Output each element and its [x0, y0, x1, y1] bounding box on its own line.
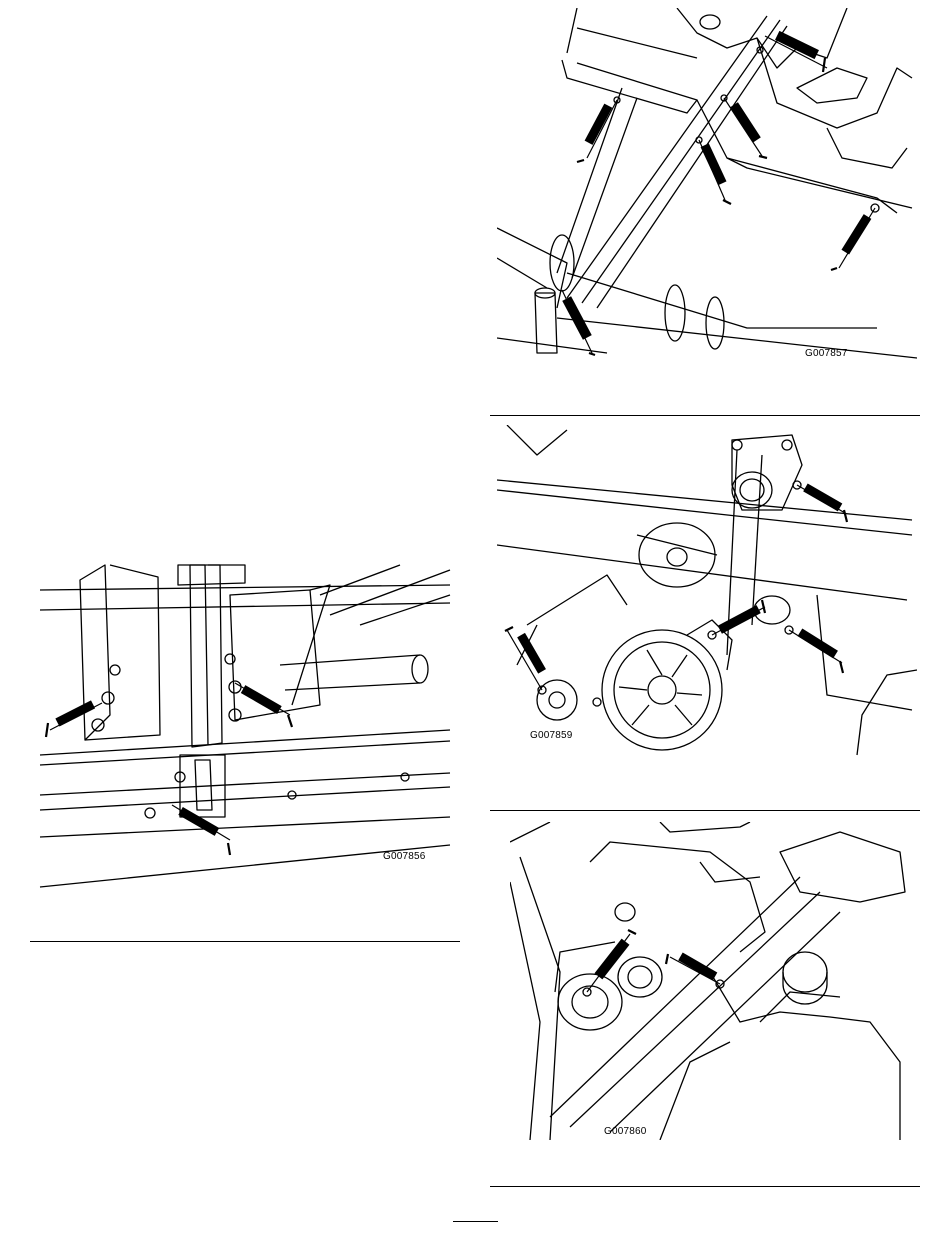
page-footer-rule: [453, 1221, 498, 1222]
figure-code: G007857: [805, 348, 848, 359]
figure-divider: [490, 1186, 920, 1187]
figure-divider: [490, 415, 920, 416]
figure-divider: [30, 941, 460, 942]
fig-g007857-illustration: [497, 8, 917, 364]
figure-g007860: G007860: [510, 822, 910, 1140]
grease-gun-icon: [797, 484, 847, 522]
grease-gun-icon: [699, 140, 731, 204]
grease-gun-icon: [505, 627, 546, 690]
grease-gun-icon: [724, 98, 767, 158]
fig-g007860-illustration: [510, 822, 910, 1140]
grease-gun-icon: [235, 683, 292, 727]
grease-gun-icon: [562, 290, 595, 355]
fig-g007859-illustration: [497, 425, 917, 760]
figure-code: G007859: [530, 730, 573, 741]
fig-g007856-illustration: [30, 555, 460, 895]
grease-gun-icon: [587, 930, 636, 992]
figure-g007857: G007857: [497, 8, 917, 364]
figure-g007859: G007859: [497, 425, 917, 760]
grease-gun-icon: [831, 208, 875, 270]
figure-divider: [490, 810, 920, 811]
figure-g007856: G007856: [30, 555, 460, 895]
grease-gun-icon: [577, 100, 617, 162]
grease-gun-icon: [765, 31, 827, 72]
figure-code: G007860: [604, 1126, 647, 1137]
grease-gun-icon: [789, 628, 843, 673]
figure-code: G007856: [383, 851, 426, 862]
